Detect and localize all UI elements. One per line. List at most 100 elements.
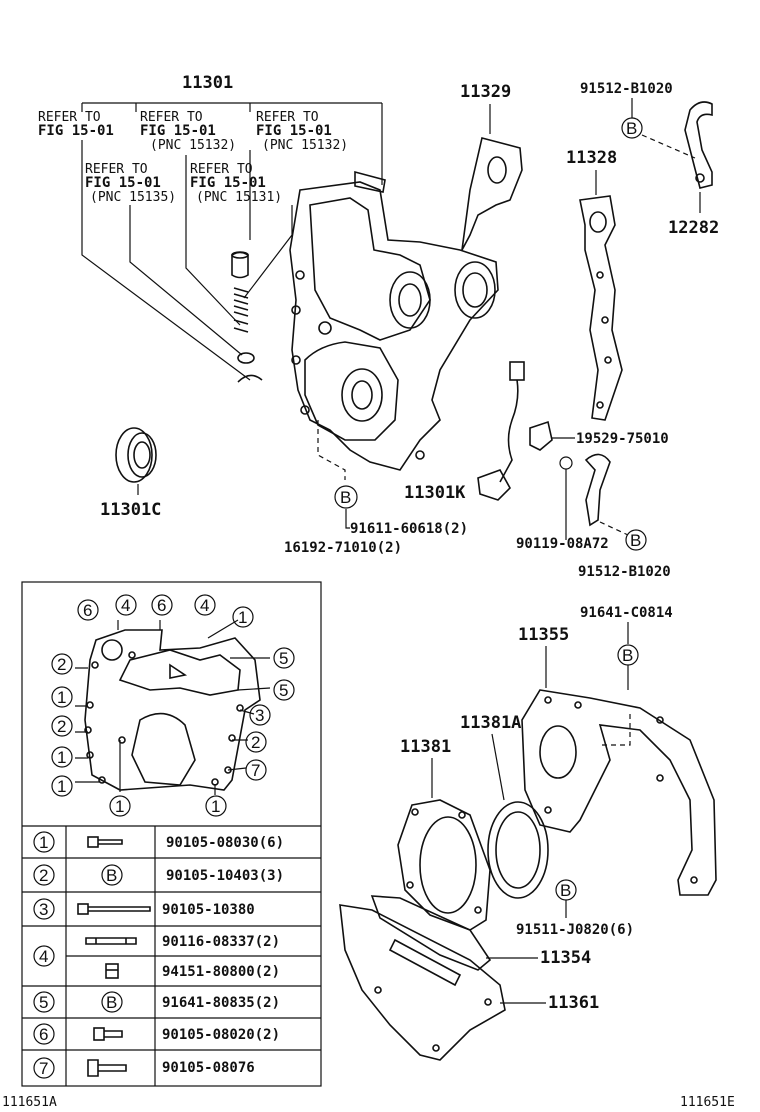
- svg-text:5: 5: [279, 649, 288, 668]
- dash-cover-to-bolts: [317, 420, 346, 480]
- svg-text:1: 1: [211, 797, 220, 816]
- dash-b-top: [641, 134, 696, 159]
- bolt-short-icon: [93, 1027, 123, 1041]
- part-num-row4a[interactable]: 90116-08337(2): [162, 934, 280, 950]
- marker-b-top-text: B: [626, 119, 637, 138]
- label-11381[interactable]: 11381: [400, 737, 451, 757]
- leader-refer1: [81, 140, 251, 381]
- part-num-row2[interactable]: 90105-10403(3): [166, 868, 284, 884]
- label-11355[interactable]: 11355: [518, 625, 569, 645]
- part-num-row1[interactable]: 90105-08030(6): [166, 835, 284, 851]
- leader-91611: [345, 509, 350, 529]
- svg-text:4: 4: [200, 596, 209, 615]
- svg-text:4: 4: [121, 596, 130, 615]
- svg-text:5: 5: [279, 681, 288, 700]
- refer-note-2-line3: (PNC 15132): [150, 138, 236, 153]
- label-12282[interactable]: 12282: [668, 218, 719, 238]
- label-11354[interactable]: 11354: [540, 948, 591, 968]
- svg-text:1: 1: [57, 688, 66, 707]
- label-19529[interactable]: 19529-75010: [576, 431, 669, 447]
- label-11301[interactable]: 11301: [182, 73, 233, 93]
- label-16192[interactable]: 16192-71010(2): [284, 540, 402, 556]
- dust-cover-11361[interactable]: [339, 904, 506, 1061]
- marker-b-91641-text: B: [622, 646, 633, 665]
- svg-text:6: 6: [157, 596, 166, 615]
- svg-text:1: 1: [115, 797, 124, 816]
- label-90119[interactable]: 90119-08A72: [516, 536, 609, 552]
- label-11301C[interactable]: 11301C: [100, 500, 161, 520]
- label-11301K[interactable]: 11301K: [404, 483, 466, 503]
- label-91611[interactable]: 91611-60618(2): [350, 521, 468, 537]
- timing-cover-11301[interactable]: [289, 170, 499, 471]
- label-11361[interactable]: 11361: [548, 993, 599, 1013]
- row-num-6: 6: [39, 1025, 48, 1044]
- nut-icon: [105, 963, 119, 979]
- bolt-table: [22, 825, 321, 1086]
- marker-b-bottom-text: B: [630, 531, 641, 550]
- row-num-7: 7: [39, 1059, 48, 1078]
- refer-note-1-line2[interactable]: FIG 15-01: [38, 123, 114, 139]
- inset-bolt-points: [84, 651, 244, 786]
- marker-b-row2: [101, 864, 123, 886]
- sensor-harness-11301K[interactable]: [477, 361, 525, 501]
- gasket-11354[interactable]: [370, 895, 492, 971]
- svg-text:2: 2: [251, 733, 260, 752]
- leader-refer5: [243, 205, 293, 299]
- bolt-flange-icon: [87, 1059, 127, 1077]
- part-num-row4b[interactable]: 94151-80800(2): [162, 964, 280, 980]
- row-num-5: 5: [39, 993, 48, 1012]
- marker-b-bottom: [625, 529, 647, 551]
- leader-refer4: [129, 205, 243, 356]
- refer-note-3-line3: (PNC 15132): [262, 138, 348, 153]
- marker-b-91511-text: B: [560, 881, 571, 900]
- refer-note-3-line2[interactable]: FIG 15-01: [256, 123, 332, 139]
- svg-text:1: 1: [57, 748, 66, 767]
- label-91511[interactable]: 91511-J0820(6): [516, 922, 634, 938]
- marker-b-clip: [559, 456, 573, 470]
- oil-seal-11381A[interactable]: [487, 801, 549, 899]
- marker-b-row5: [101, 991, 123, 1013]
- marker-b-row2-text: B: [106, 866, 117, 885]
- svg-text:2: 2: [57, 717, 66, 736]
- refer-note-3-line1: REFER TO: [256, 110, 319, 125]
- bracket-19529[interactable]: [529, 420, 553, 451]
- leader-refer2: [185, 155, 241, 326]
- marker-b-cover: [334, 485, 358, 509]
- gasket-11328[interactable]: [579, 195, 623, 421]
- label-91512-top[interactable]: 91512-B1020: [580, 81, 673, 97]
- figure-code-left: 111651A: [2, 1095, 57, 1110]
- relief-valve-parts[interactable]: [231, 251, 263, 383]
- part-num-row7[interactable]: 90105-08076: [162, 1060, 255, 1076]
- gasket-11329[interactable]: [461, 137, 523, 251]
- label-11328[interactable]: 11328: [566, 148, 617, 168]
- marker-b-cover-text: B: [340, 488, 351, 507]
- bolt-extra-long-icon: [77, 903, 151, 915]
- inset-leaders: [75, 619, 271, 795]
- callout-bracket-11301: [81, 102, 383, 185]
- bolt-location-inset: [21, 581, 322, 1087]
- refer-note-5-line2[interactable]: FIG 15-01: [190, 175, 266, 191]
- part-num-row6[interactable]: 90105-08020(2): [162, 1027, 280, 1043]
- oil-seal-retainer-11381[interactable]: [397, 799, 491, 931]
- refer-note-4-line2[interactable]: FIG 15-01: [85, 175, 161, 191]
- refer-note-2-line2[interactable]: FIG 15-01: [140, 123, 216, 139]
- part-num-row5[interactable]: 91641-80835(2): [162, 995, 280, 1011]
- hose-90119[interactable]: [584, 453, 611, 527]
- label-91512-bottom[interactable]: 91512-B1020: [578, 564, 671, 580]
- label-91641-c0814[interactable]: 91641-C0814: [580, 605, 673, 621]
- label-11381A[interactable]: 11381A: [460, 713, 521, 733]
- part-num-row3[interactable]: 90105-10380: [162, 902, 255, 918]
- refer-note-2-line1: REFER TO: [140, 110, 203, 125]
- engine-hanger-12282[interactable]: [684, 101, 713, 189]
- rear-plate-11355[interactable]: [521, 689, 717, 896]
- inset-cover-outline[interactable]: [84, 629, 261, 791]
- label-11329[interactable]: 11329: [460, 82, 511, 102]
- refer-note-1-line1: REFER TO: [38, 110, 101, 125]
- oil-seal-11301C[interactable]: [115, 427, 157, 483]
- refer-note-5-line3: (PNC 15131): [196, 190, 282, 205]
- bolt-table-numbers: 1 2 3 4 5 6 7: [33, 831, 55, 1079]
- stud-bolt-icon: [85, 937, 137, 945]
- dash-b-bottom: [599, 521, 629, 536]
- row-num-3: 3: [39, 900, 48, 919]
